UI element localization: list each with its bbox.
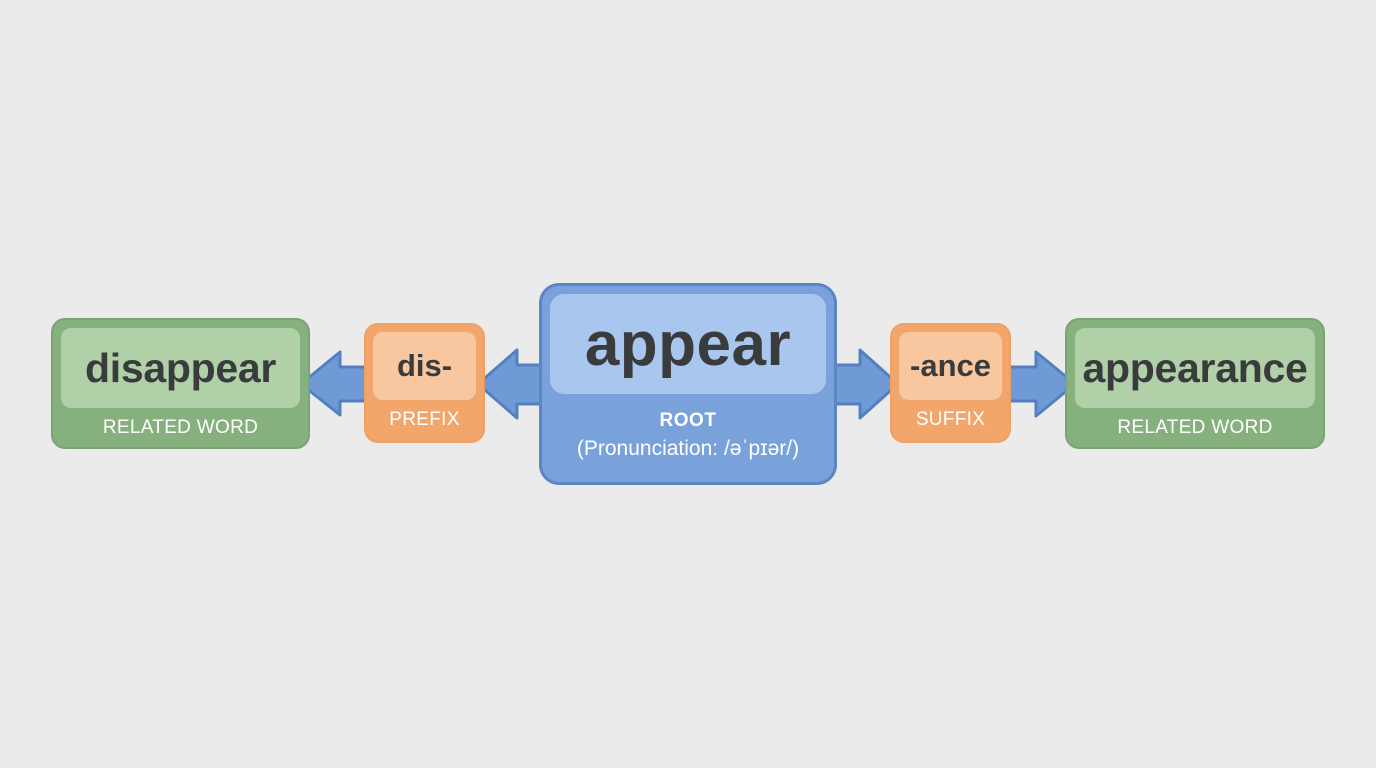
- prefix-box: dis- PREFIX: [364, 323, 485, 443]
- suffix-box: -ance SUFFIX: [890, 323, 1011, 443]
- arrow-root-to-prefix: [476, 348, 547, 420]
- prefix-text: dis-: [373, 332, 476, 400]
- root-pronunciation: (Pronunciation: /əˈpɪər/): [576, 437, 800, 460]
- arrow-root-to-suffix: [830, 348, 900, 420]
- root-word: appear: [550, 294, 826, 394]
- root-label: ROOT: [659, 410, 717, 431]
- suffix-label: SUFFIX: [915, 409, 986, 430]
- related-word-left-label: RELATED WORD: [102, 417, 259, 438]
- suffix-text: -ance: [899, 332, 1002, 400]
- arrow-prefix-to-related: [299, 350, 370, 417]
- prefix-label: PREFIX: [389, 409, 460, 430]
- related-word-left: disappear RELATED WORD: [51, 318, 310, 449]
- related-word-right-label: RELATED WORD: [1117, 417, 1273, 438]
- related-word-right-text: appearance: [1075, 328, 1315, 408]
- related-word-left-text: disappear: [61, 328, 300, 408]
- related-word-right: appearance RELATED WORD: [1065, 318, 1325, 449]
- root-box: appear ROOT (Pronunciation: /əˈpɪər/): [539, 283, 837, 485]
- arrow-suffix-to-related: [1006, 350, 1077, 418]
